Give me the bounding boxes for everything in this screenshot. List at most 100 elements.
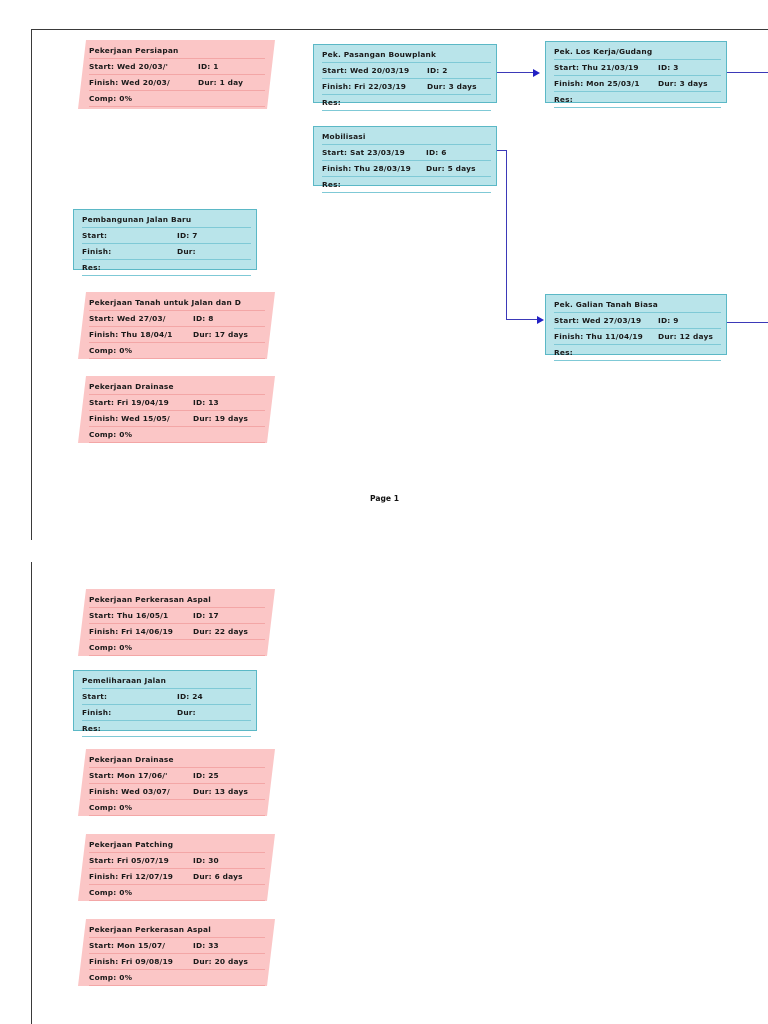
node-comp: Comp: 0% — [89, 430, 133, 439]
node-res: Res: — [82, 724, 101, 733]
node-title-row: Pekerjaan Patching — [89, 837, 265, 853]
node-start-row: Start: Mon 17/06/' ID: 25 — [89, 768, 265, 784]
node-finish: Finish: Thu 28/03/19 — [322, 164, 411, 173]
node-title-row: Pekerjaan Perkerasan Aspal — [89, 922, 265, 938]
node-title-row: Pek. Los Kerja/Gudang — [554, 44, 721, 60]
task-node-pek-los-kerja-gudang[interactable]: Pek. Los Kerja/Gudang Start: Thu 21/03/1… — [545, 41, 727, 108]
node-id: ID: 13 — [193, 398, 219, 407]
node-finish: Finish: Mon 25/03/1 — [554, 79, 640, 88]
node-finish-row: Finish: Thu 18/04/1 Dur: 17 days — [89, 327, 265, 343]
task-node-pekerjaan-persiapan[interactable]: Pekerjaan Persiapan Start: Wed 20/03/' I… — [78, 40, 275, 109]
node-res-row: Res: — [82, 721, 251, 737]
node-res-row: Res: — [82, 260, 251, 276]
node-shape — [78, 834, 275, 901]
page-2-border-left — [31, 562, 32, 1024]
node-shape — [545, 41, 727, 103]
task-node-pek-galian-tanah-biasa[interactable]: Pek. Galian Tanah Biasa Start: Wed 27/03… — [545, 294, 727, 361]
node-start-row: Start: ID: 24 — [82, 689, 251, 705]
node-start: Start: Wed 20/03/19 — [322, 66, 410, 75]
node-start-row: Start: Fri 19/04/19 ID: 13 — [89, 395, 265, 411]
task-node-pekerjaan-drainase-13[interactable]: Pekerjaan Drainase Start: Fri 19/04/19 I… — [78, 376, 275, 443]
node-start-row: Start: Wed 20/03/' ID: 1 — [89, 59, 265, 75]
node-duration: Dur: 22 days — [193, 627, 249, 636]
node-title-row: Pekerjaan Drainase — [89, 379, 265, 395]
node-id: ID: 33 — [193, 941, 219, 950]
node-title: Pekerjaan Persiapan — [89, 46, 179, 55]
node-finish-row: Finish: Wed 03/07/ Dur: 13 days — [89, 784, 265, 800]
node-duration: Dur: 6 days — [193, 872, 243, 881]
node-start: Start: Mon 17/06/' — [89, 771, 168, 780]
node-finish: Finish: Wed 15/05/ — [89, 414, 170, 423]
node-finish: Finish: — [82, 247, 112, 256]
task-node-pekerjaan-tanah-untuk-jalan[interactable]: Pekerjaan Tanah untuk Jalan dan D Start:… — [78, 292, 275, 359]
task-node-pemeliharaan-jalan[interactable]: Pemeliharaan Jalan Start: ID: 24 Finish:… — [73, 670, 257, 737]
node-start: Start: Wed 27/03/ — [89, 314, 166, 323]
node-comp-row: Comp: 0% — [89, 427, 265, 443]
node-start: Start: Wed 27/03/19 — [554, 316, 642, 325]
node-shape — [78, 589, 275, 656]
connector-los-kerja-to-offpage — [727, 68, 768, 74]
node-duration: Dur: 1 day — [198, 78, 244, 87]
node-comp-row: Comp: 0% — [89, 970, 265, 986]
page-1-label: Page 1 — [370, 494, 399, 503]
node-start: Start: Wed 20/03/' — [89, 62, 169, 71]
node-duration: Dur: — [177, 708, 196, 717]
node-finish-row: Finish: Fri 12/07/19 Dur: 6 days — [89, 869, 265, 885]
node-comp: Comp: 0% — [89, 643, 133, 652]
node-shape — [313, 44, 497, 103]
node-comp: Comp: 0% — [89, 888, 133, 897]
node-title-row: Pekerjaan Tanah untuk Jalan dan D — [89, 295, 265, 311]
node-comp: Comp: 0% — [89, 94, 133, 103]
node-finish: Finish: Fri 12/07/19 — [89, 872, 174, 881]
task-node-mobilisasi[interactable]: Mobilisasi Start: Sat 23/03/19 ID: 6 Fin… — [313, 126, 497, 193]
node-finish: Finish: Thu 18/04/1 — [89, 330, 173, 339]
node-title: Pekerjaan Drainase — [89, 382, 174, 391]
task-node-pekerjaan-drainase-25[interactable]: Pekerjaan Drainase Start: Mon 17/06/' ID… — [78, 749, 275, 816]
node-id: ID: 30 — [193, 856, 219, 865]
node-finish: Finish: Fri 22/03/19 — [322, 82, 407, 91]
node-title: Pekerjaan Perkerasan Aspal — [89, 595, 211, 604]
node-start-row: Start: Wed 27/03/ ID: 8 — [89, 311, 265, 327]
node-duration: Dur: 17 days — [193, 330, 249, 339]
node-title-row: Pekerjaan Perkerasan Aspal — [89, 592, 265, 608]
node-finish-row: Finish: Mon 25/03/1 Dur: 3 days — [554, 76, 721, 92]
node-title-row: Pekerjaan Persiapan — [89, 43, 265, 59]
node-duration: Dur: — [177, 247, 196, 256]
node-res-row: Res: — [554, 92, 721, 108]
task-node-pembangunan-jalan-baru[interactable]: Pembangunan Jalan Baru Start: ID: 7 Fini… — [73, 209, 257, 276]
node-finish: Finish: Fri 14/06/19 — [89, 627, 174, 636]
node-start-row: Start: Mon 15/07/ ID: 33 — [89, 938, 265, 954]
node-id: ID: 2 — [427, 66, 448, 75]
node-comp-row: Comp: 0% — [89, 343, 265, 359]
node-id: ID: 24 — [177, 692, 203, 701]
page-1-border-top — [31, 29, 768, 30]
node-id: ID: 3 — [658, 63, 679, 72]
node-title: Pembangunan Jalan Baru — [82, 215, 192, 224]
node-res-row: Res: — [322, 95, 491, 111]
node-comp-row: Comp: 0% — [89, 800, 265, 816]
task-node-pekerjaan-perkerasan-aspal-17[interactable]: Pekerjaan Perkerasan Aspal Start: Thu 16… — [78, 589, 275, 656]
task-node-pekerjaan-patching[interactable]: Pekerjaan Patching Start: Fri 05/07/19 I… — [78, 834, 275, 901]
task-node-pekerjaan-perkerasan-aspal-33[interactable]: Pekerjaan Perkerasan Aspal Start: Mon 15… — [78, 919, 275, 986]
node-id: ID: 1 — [198, 62, 219, 71]
node-shape — [78, 749, 275, 816]
node-start: Start: Fri 05/07/19 — [89, 856, 169, 865]
node-title: Pekerjaan Patching — [89, 840, 174, 849]
node-start-row: Start: ID: 7 — [82, 228, 251, 244]
node-duration: Dur: 12 days — [658, 332, 714, 341]
node-title-row: Pembangunan Jalan Baru — [82, 212, 251, 228]
node-duration: Dur: 13 days — [193, 787, 249, 796]
node-comp-row: Comp: 0% — [89, 640, 265, 656]
node-id: ID: 7 — [177, 231, 198, 240]
node-finish-row: Finish: Thu 11/04/19 Dur: 12 days — [554, 329, 721, 345]
node-comp-row: Comp: 0% — [89, 885, 265, 901]
task-node-pek-pasangan-bouwplank[interactable]: Pek. Pasangan Bouwplank Start: Wed 20/03… — [313, 44, 497, 111]
node-finish-row: Finish: Fri 14/06/19 Dur: 22 days — [89, 624, 265, 640]
node-shape — [78, 919, 275, 986]
node-start-row: Start: Thu 16/05/1 ID: 17 — [89, 608, 265, 624]
node-title: Pemeliharaan Jalan — [82, 676, 167, 685]
node-finish: Finish: Wed 03/07/ — [89, 787, 170, 796]
node-duration: Dur: 5 days — [426, 164, 476, 173]
node-duration: Dur: 19 days — [193, 414, 249, 423]
node-id: ID: 17 — [193, 611, 219, 620]
